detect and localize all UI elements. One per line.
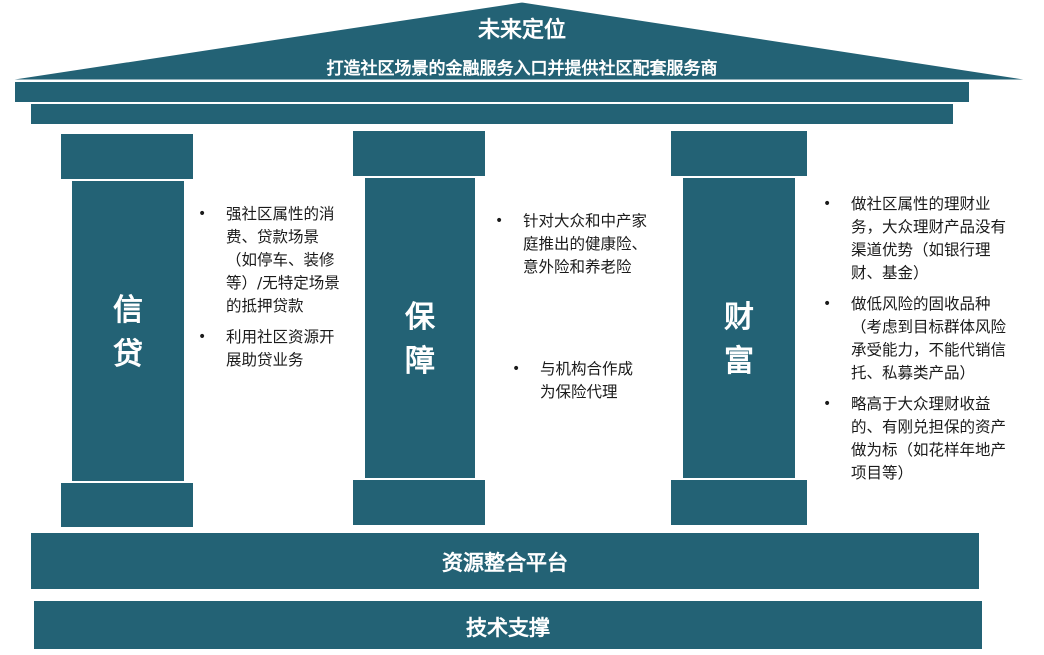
bullet-dot-icon: • (198, 329, 207, 345)
bullet-item: •做社区属性的理财业务，大众理财产品没有渠道优势（如银行理财、基金） (823, 195, 1007, 282)
pillar-capital (60, 133, 194, 180)
pillar-shaft: 信 贷 (71, 180, 185, 482)
tech-support-bar: 技术支撑 (33, 600, 983, 650)
bullet-dot-icon: • (495, 213, 504, 229)
pillar-capital (352, 130, 486, 177)
pillar-base (60, 482, 194, 528)
resource-platform-label: 资源整合平台 (442, 551, 568, 575)
resource-platform-bar: 资源整合平台 (30, 532, 980, 590)
pillar-name: 信 贷 (113, 293, 143, 372)
credit-bullets: •强社区属性的消费、贷款场景（如停车、装修等）/无特定场景的抵押贷款 •利用社区… (198, 203, 348, 380)
bullet-dot-icon: • (823, 296, 832, 312)
bullet-dot-icon: • (823, 396, 832, 412)
pillar-base (352, 479, 486, 526)
bullet-dot-icon: • (512, 361, 521, 377)
insurance-bullets: •针对大众和中产家庭推出的健康险、意外险和养老险 (495, 210, 651, 287)
roof-title: 未来定位 (477, 18, 566, 43)
tech-support-label: 技术支撑 (466, 616, 550, 640)
bullet-item: •做低风险的固收品种（考虑到目标群体风险承受能力，不能代销信托、私募类产品） (823, 295, 1007, 382)
bullet-item: •与机构合作成为保险代理 (512, 360, 634, 401)
entablature-bottom (30, 103, 954, 125)
roof-subtitle: 打造社区场景的金融服务入口并提供社区配套服务商 (326, 59, 718, 79)
wealth-bullets: •做社区属性的理财业务，大众理财产品没有渠道优势（如银行理财、基金） •做低风险… (823, 193, 1007, 493)
pillar-name: 保 障 (405, 300, 435, 379)
pillar-name: 财 富 (724, 300, 754, 379)
bullet-item: •利用社区资源开展助贷业务 (198, 328, 335, 369)
bullet-dot-icon: • (823, 196, 832, 212)
pillar-shaft: 保 障 (364, 177, 476, 479)
bullet-item: •略高于大众理财收益的、有刚兑担保的资产做为标（如花样年地产项目等） (823, 395, 1007, 482)
pillar-capital (670, 130, 808, 177)
insurance-bullets-2: •与机构合作成为保险代理 (512, 358, 642, 412)
pillar-shaft: 财 富 (682, 177, 796, 479)
entablature-top (14, 81, 970, 103)
bullet-dot-icon: • (198, 206, 207, 222)
bullet-item: •针对大众和中产家庭推出的健康险、意外险和养老险 (495, 212, 648, 276)
bullet-item: •强社区属性的消费、贷款场景（如停车、装修等）/无特定场景的抵押贷款 (198, 205, 340, 315)
pillar-base (670, 479, 808, 526)
roof-triangle (7, 1, 1031, 81)
